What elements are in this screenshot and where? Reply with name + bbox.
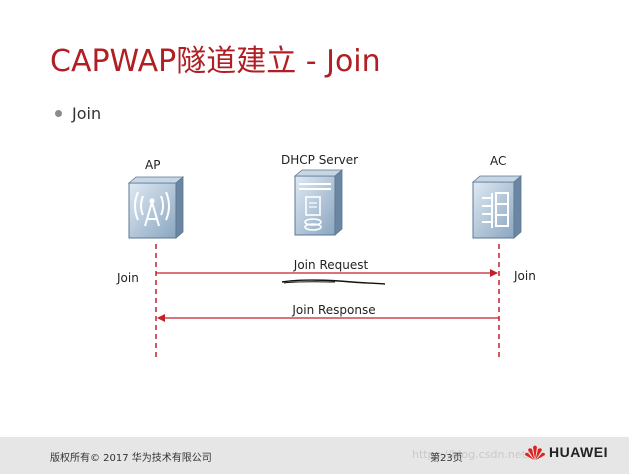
join-response-label: Join Response (292, 303, 376, 317)
page-number: 第23页 (430, 453, 463, 464)
entity-label-ac: AC (490, 154, 507, 168)
copyright-text: 版权所有© 2017 华为技术有限公司 (50, 453, 212, 464)
huawei-logo: HUAWEI (524, 443, 608, 461)
server-icon (293, 169, 344, 236)
join-request-label: Join Request (293, 258, 369, 272)
watermark-url: https://blog.csdn.net/ (412, 448, 530, 461)
slide-footer: 版权所有© 2017 华为技术有限公司 https://blog.csdn.ne… (0, 437, 629, 474)
bullet-text: Join (72, 104, 102, 123)
huawei-petal-icon (525, 445, 545, 460)
access-controller-icon (471, 175, 523, 239)
bullet-item: Join (55, 104, 101, 123)
ap-state-label: Join (117, 271, 139, 285)
entity-label-ap: AP (145, 158, 161, 172)
slide-title: CAPWAP隧道建立 - Join (50, 44, 381, 79)
ac-state-label: Join (514, 269, 536, 283)
entity-label-dhcp-server: DHCP Server (281, 153, 359, 167)
bullet-dot (55, 110, 62, 117)
wireless-ap-icon (127, 176, 185, 239)
pen-underline-mark (281, 279, 386, 285)
pen-underline-mark (283, 281, 336, 284)
brand-name: HUAWEI (549, 444, 608, 460)
